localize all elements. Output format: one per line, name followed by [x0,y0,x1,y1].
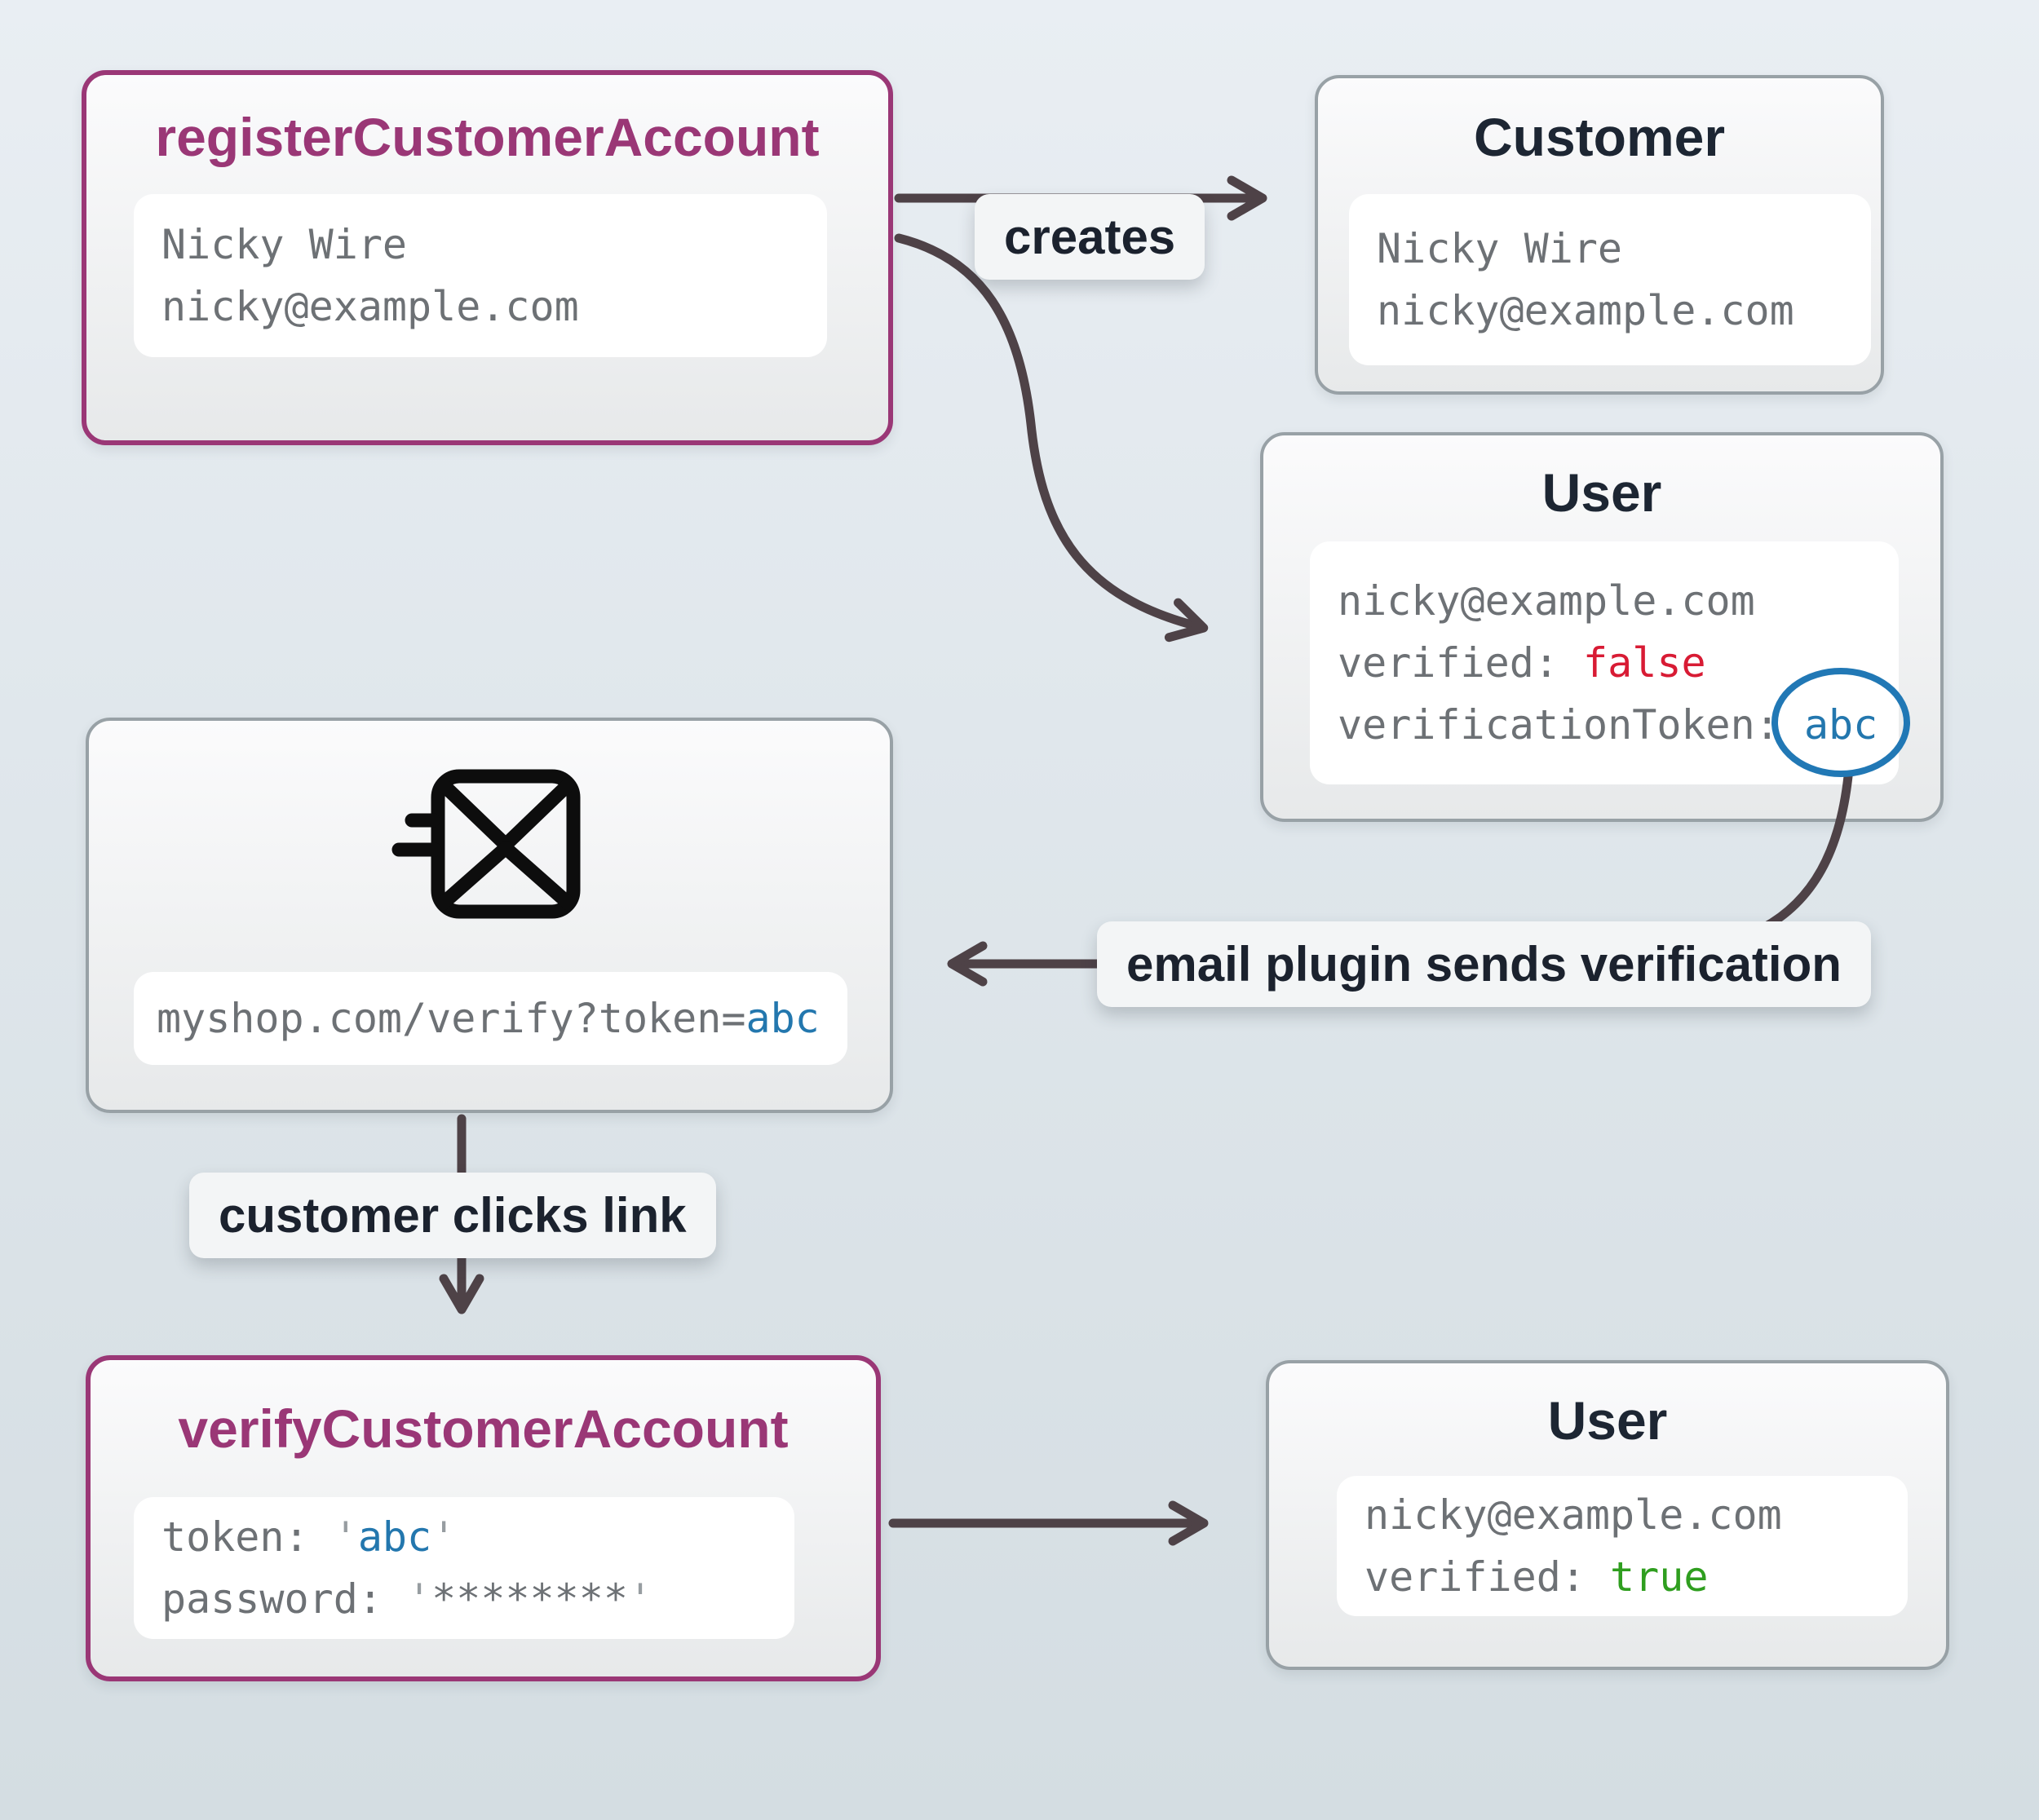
verified-line: verified: true [1364,1553,1709,1601]
verified-true-value: true [1610,1553,1709,1601]
register-payload: Nicky Wire nicky@example.com [134,194,827,357]
user-record-unverified: nicky@example.com verified: false verifi… [1310,541,1899,784]
user-record-verified: nicky@example.com verified: true [1337,1476,1908,1616]
node-title: verifyCustomerAccount [178,1398,789,1459]
mail-send-icon [387,758,591,934]
verified-line: verified: false [1338,639,1706,687]
url-line: myshop.com/verify?token=abc [157,995,820,1042]
user-email: nicky@example.com [1364,1491,1782,1539]
customer-record: Nicky Wire nicky@example.com [1349,194,1871,365]
node-title: Customer [1473,107,1726,167]
verified-false-value: false [1583,639,1706,687]
node-title: registerCustomerAccount [155,107,820,167]
token-value: abc [357,1513,432,1561]
token-line: token: 'abc' [161,1513,457,1561]
customer-name: Nicky Wire [161,221,408,268]
password-line: password: '********' [161,1575,653,1623]
token-line: verificationToken: abc [1338,701,1878,749]
edge-label-creates: creates [975,194,1205,280]
password-masked: ******** [431,1575,628,1623]
node-verify-customer-account: verifyCustomerAccount token: 'abc' passw… [86,1355,881,1681]
node-email-message: myshop.com/verify?token=abc [86,718,893,1113]
customer-email: nicky@example.com [1377,287,1794,334]
customer-email: nicky@example.com [161,283,579,330]
verification-url: myshop.com/verify?token=abc [134,972,847,1065]
verification-token-value: abc [1803,701,1878,749]
node-user-verified: User nicky@example.com verified: true [1266,1360,1949,1670]
node-register-customer-account: registerCustomerAccount Nicky Wire nicky… [82,70,893,445]
verify-payload: token: 'abc' password: '********' [134,1497,794,1639]
node-user-unverified: User nicky@example.com verified: false v… [1260,432,1944,822]
user-email: nicky@example.com [1338,577,1755,625]
url-token-value: abc [745,995,820,1042]
node-customer: Customer Nicky Wire nicky@example.com [1315,75,1884,395]
edge-label-customer-clicks: customer clicks link [189,1173,716,1258]
node-title: User [1547,1390,1668,1451]
customer-name: Nicky Wire [1377,225,1623,272]
node-title: User [1541,462,1662,523]
edge-label-email-plugin: email plugin sends verification [1097,921,1871,1007]
